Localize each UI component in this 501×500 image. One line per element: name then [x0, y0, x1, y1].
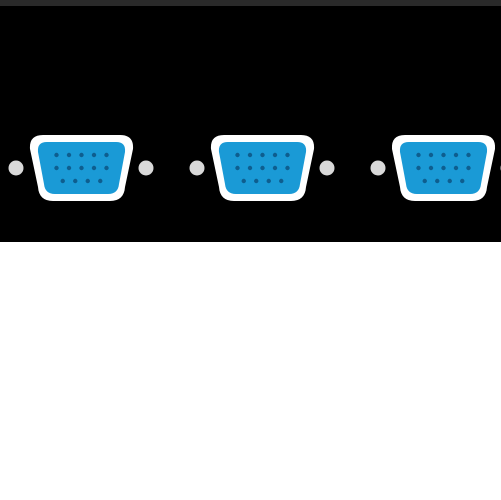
pin-hole — [104, 165, 109, 171]
pin-hole — [79, 165, 84, 171]
pin-hole — [279, 178, 284, 184]
screw-left — [189, 160, 205, 176]
pin-hole — [66, 165, 72, 171]
pin-hole — [422, 178, 427, 184]
pin-hole — [235, 152, 240, 158]
pin-hole — [416, 165, 421, 171]
pin-hole — [104, 152, 109, 158]
pin-hole — [260, 165, 265, 171]
pin-hole — [466, 165, 471, 171]
screw-right — [319, 160, 335, 176]
pin-hole — [460, 178, 465, 184]
pin-hole — [79, 152, 84, 158]
pin-hole — [235, 165, 240, 171]
pin-hole — [453, 152, 459, 158]
pin-hole — [447, 178, 452, 184]
vga-port-icon — [370, 135, 501, 201]
pin-hole — [272, 152, 278, 158]
pin-hole — [66, 152, 72, 158]
pin-hole — [85, 178, 90, 184]
pin-hole — [98, 178, 103, 184]
pin-hole — [441, 165, 446, 171]
pin-hole — [285, 165, 290, 171]
pin-hole — [254, 178, 259, 184]
pin-hole — [73, 178, 78, 184]
pin-hole — [247, 152, 253, 158]
connector-panel — [0, 0, 501, 242]
pin-hole — [91, 152, 97, 158]
pin-hole — [466, 152, 471, 158]
screw-right — [138, 160, 154, 176]
vga-port-icon — [8, 135, 154, 201]
vga-port-icon — [189, 135, 335, 201]
pin-hole — [428, 165, 434, 171]
pin-hole — [272, 165, 278, 171]
screw-left — [370, 160, 386, 176]
pin-hole — [54, 165, 59, 171]
pin-hole — [428, 152, 434, 158]
pin-hole — [453, 165, 459, 171]
vga-port-1 — [0, 133, 160, 203]
pin-hole — [435, 178, 440, 184]
screw-left — [8, 160, 24, 176]
vga-port-3 — [362, 133, 501, 203]
pin-hole — [247, 165, 253, 171]
pin-hole — [285, 152, 290, 158]
vga-port-2 — [181, 133, 341, 203]
pin-hole — [441, 152, 446, 158]
pin-hole — [91, 165, 97, 171]
pin-hole — [54, 152, 59, 158]
pin-hole — [60, 178, 65, 184]
pin-hole — [241, 178, 246, 184]
pin-hole — [416, 152, 421, 158]
panel-top-edge — [0, 0, 501, 6]
pin-hole — [266, 178, 271, 184]
pin-hole — [260, 152, 265, 158]
